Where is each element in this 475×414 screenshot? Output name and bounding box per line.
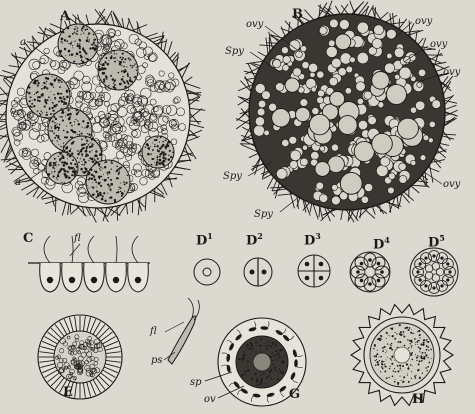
annotation-ps: ps	[151, 356, 163, 366]
label-leader-line	[165, 322, 184, 332]
annotation-a-upper: a	[20, 38, 26, 48]
figure-E-inner	[54, 331, 106, 383]
figure-A-colony	[0, 9, 205, 222]
figure-B-ovum	[309, 114, 329, 134]
annotation-sp: sp	[190, 378, 202, 388]
figure-B-ovum	[386, 84, 406, 104]
figure-C-flagellum	[88, 236, 94, 263]
figure-C-nucleus	[47, 277, 53, 283]
annotation-fl-F: fl	[150, 327, 157, 337]
figure-C-nucleus	[69, 277, 75, 283]
annotation-spy-2: Spy	[223, 172, 242, 182]
figure-H-nucleus	[394, 347, 410, 363]
label-D3: D3	[304, 232, 321, 247]
figure-B-ovum	[354, 141, 374, 161]
label-E: E	[63, 386, 73, 399]
annotation-ovy-2: ovy	[415, 17, 432, 27]
figure-B-ovum	[397, 118, 418, 139]
annotation-ovy-1: ovy	[246, 20, 263, 30]
figure-G-nucleus	[253, 353, 271, 371]
figure-C-flagellum	[132, 236, 138, 263]
label-leader-line	[70, 244, 80, 256]
label-leader-line	[280, 196, 300, 212]
figure-C-flagellum	[72, 236, 73, 263]
figure-B-ovum	[330, 91, 345, 106]
label-G: G	[289, 388, 300, 401]
figure-C-flagellum	[44, 236, 50, 263]
figure-D4-egg	[350, 252, 390, 292]
figure-A-daughter-colony	[98, 50, 138, 90]
figure-F-sperm	[164, 298, 199, 364]
figure-C-nucleus	[135, 277, 141, 283]
figure-H-zygote	[351, 305, 453, 406]
label-C: C	[23, 232, 33, 245]
figure-C-nucleus	[91, 277, 97, 283]
label-D2: D2	[246, 232, 263, 247]
label-D1: D1	[196, 232, 213, 247]
figure-B-colony	[236, 1, 458, 223]
annotation-a-lower: a	[15, 178, 21, 188]
figure-B-ovum	[372, 133, 393, 154]
figure-B-ovum	[338, 116, 357, 135]
label-H: H	[412, 393, 424, 406]
annotation-ovy-4: ovy	[443, 68, 460, 78]
figure-C-cells	[28, 236, 150, 292]
annotation-ov: ov	[204, 395, 216, 405]
figure-E-embryo	[38, 315, 122, 399]
figure-F-flagellum	[188, 298, 193, 318]
figure-B-ovum	[315, 162, 330, 177]
figure-B-ovum	[296, 107, 310, 121]
figure-D-stages	[194, 248, 458, 296]
annotation-fl-C: fl	[74, 234, 81, 244]
figure-D1-egg	[194, 259, 220, 285]
figure-C-flagellum	[116, 236, 117, 263]
figure-B-ovum	[328, 156, 345, 173]
figure-D1-nucleus	[203, 268, 211, 276]
annotation-spy-3: Spy	[254, 210, 273, 220]
annotation-ovy-3: ovy	[430, 40, 447, 50]
figure-B-ovum	[272, 109, 290, 127]
figure-B-ovum	[372, 71, 390, 89]
figure-B-ovum	[340, 172, 362, 194]
label-B: B	[292, 8, 303, 21]
label-D5: D5	[428, 234, 445, 249]
figure-B-ovum	[335, 34, 351, 50]
figure-B-ovum	[285, 78, 299, 92]
annotation-spy-1: Spy	[225, 47, 244, 57]
label-A: A	[60, 10, 70, 23]
label-D4: D4	[373, 236, 390, 251]
figure-C-nucleus	[113, 277, 119, 283]
annotation-ovy-5: ovy	[443, 180, 460, 190]
